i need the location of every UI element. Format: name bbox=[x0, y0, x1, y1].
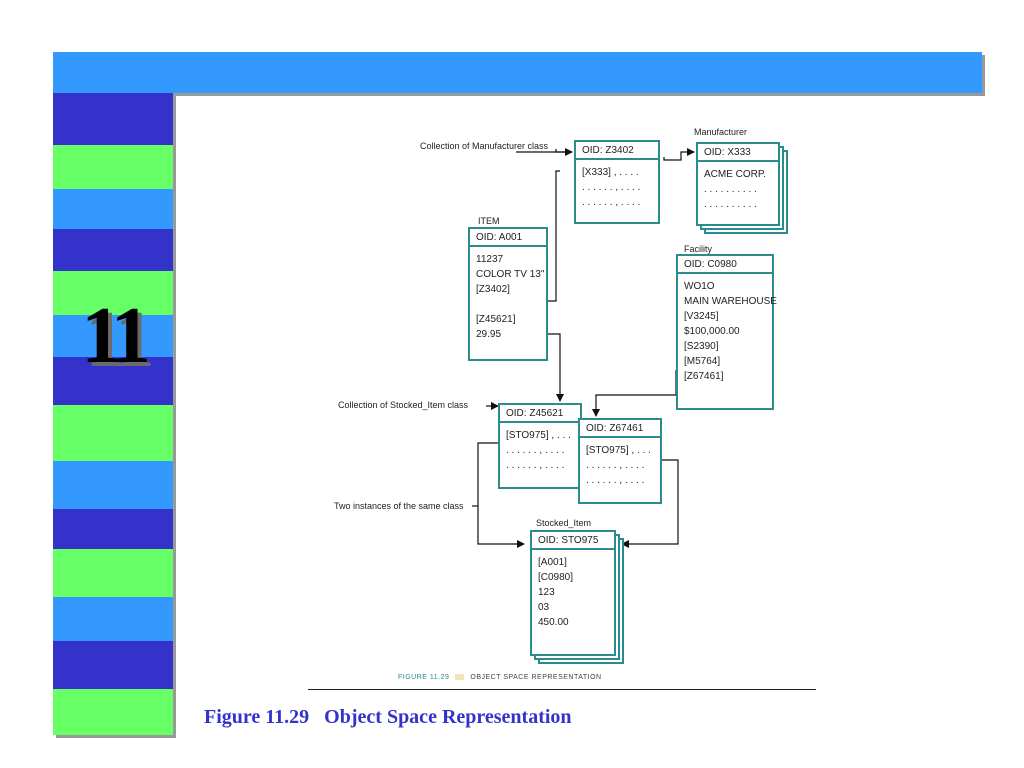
box-line: [M5764] bbox=[684, 356, 721, 367]
box-oid: OID: C0980 bbox=[678, 256, 772, 274]
box-line: [S2390] bbox=[684, 341, 719, 352]
stripe bbox=[53, 509, 173, 549]
box-line: WO1O bbox=[684, 281, 715, 292]
box-oid: OID: Z45621 bbox=[500, 405, 580, 423]
facility-class-label: Facility bbox=[684, 244, 713, 254]
manufacturer-collection-box: OID: Z3402 [X333] , . . . . . . . . . . … bbox=[574, 140, 660, 224]
connector-arrow bbox=[477, 442, 525, 548]
box-line: COLOR TV 13" bbox=[476, 269, 545, 280]
box-line: 123 bbox=[538, 587, 555, 598]
figure-diagram: Collection of Manufacturer class Manufac… bbox=[176, 93, 836, 693]
side-stripe-bar bbox=[53, 93, 173, 735]
item-box: OID: A001 11237 COLOR TV 13" [Z3402] [Z4… bbox=[468, 227, 548, 361]
box-oid: OID: X333 bbox=[698, 144, 778, 162]
connector-arrow bbox=[555, 148, 573, 156]
connector-arrow bbox=[548, 333, 564, 402]
stripe bbox=[53, 145, 173, 189]
box-line: . . . . . . , . . . . bbox=[586, 460, 645, 471]
box-line: MAIN WAREHOUSE bbox=[684, 296, 777, 307]
stripe bbox=[53, 597, 173, 641]
box-line: 03 bbox=[538, 602, 550, 613]
stocked-collection-box-1: OID: Z45621 [STO975] , . . . . . . . . .… bbox=[498, 403, 582, 489]
box-line: . . . . . . . . . . bbox=[704, 199, 757, 210]
box-line: [Z3402] bbox=[476, 284, 510, 295]
stocked-item-class-label: Stocked_Item bbox=[536, 518, 592, 528]
two-instances-label: Two instances of the same class bbox=[334, 501, 464, 511]
box-line: 450.00 bbox=[538, 617, 569, 628]
box-line: [STO975] , . . . bbox=[586, 445, 651, 456]
stripe bbox=[53, 405, 173, 461]
manufacturer-collection-label: Collection of Manufacturer class bbox=[420, 141, 549, 151]
stocked-collection-box-2: OID: Z67461 [STO975] , . . . . . . . . .… bbox=[578, 418, 662, 504]
box-line: . . . . . . , . . . . bbox=[582, 182, 641, 193]
box-line: [STO975] , . . . bbox=[506, 430, 571, 441]
box-line: . . . . . . . . . . bbox=[704, 184, 757, 195]
caption-rule bbox=[308, 689, 816, 690]
box-line: ACME CORP. bbox=[704, 169, 767, 180]
stripe bbox=[53, 189, 173, 229]
stripe bbox=[53, 93, 173, 145]
figure-title: Figure 11.29 Object Space Representation bbox=[204, 706, 572, 728]
connector-arrow bbox=[663, 148, 695, 161]
connector-arrow bbox=[621, 459, 679, 548]
box-oid: OID: Z67461 bbox=[580, 420, 660, 438]
box-line: [A001] bbox=[538, 557, 567, 568]
box-line: [V3245] bbox=[684, 311, 719, 322]
box-line bbox=[476, 297, 540, 312]
connector-arrow bbox=[592, 370, 677, 417]
stripe bbox=[53, 229, 173, 271]
stripe bbox=[53, 357, 173, 405]
box-line: [Z45621] bbox=[476, 314, 516, 325]
stripe bbox=[53, 315, 173, 357]
chapter-number: 11 bbox=[81, 292, 151, 380]
stripe bbox=[53, 549, 173, 597]
diagram-connectors bbox=[472, 148, 695, 548]
figure-caption-text: OBJECT SPACE REPRESENTATION bbox=[470, 674, 602, 681]
figure-caption-strip: FIGURE 11.29 OBJECT SPACE REPRESENTATION bbox=[398, 674, 818, 681]
manufacturer-box: OID: X333 ACME CORP. . . . . . . . . . .… bbox=[696, 142, 780, 226]
box-line: . . . . . . , . . . . bbox=[586, 475, 645, 486]
manufacturer-class-label: Manufacturer bbox=[694, 127, 748, 137]
box-oid: OID: A001 bbox=[470, 229, 546, 247]
stripe bbox=[53, 271, 173, 315]
figure-caption-label: FIGURE 11.29 bbox=[398, 674, 450, 681]
box-line: 11237 bbox=[476, 254, 504, 265]
box-line: [Z67461] bbox=[684, 371, 724, 382]
top-banner-bar bbox=[53, 52, 982, 93]
connector-arrow bbox=[548, 170, 560, 302]
box-line: . . . . . . , . . . . bbox=[582, 197, 641, 208]
caption-square-icon bbox=[455, 674, 465, 681]
stocked-collection-label: Collection of Stocked_Item class bbox=[338, 400, 469, 410]
box-line: . . . . . . , . . . . bbox=[506, 445, 565, 456]
box-oid: OID: STO975 bbox=[532, 532, 614, 550]
box-line: [C0980] bbox=[538, 572, 574, 583]
stripe bbox=[53, 641, 173, 689]
box-line: . . . . . . , . . . . bbox=[506, 460, 565, 471]
box-line: 29.95 bbox=[476, 329, 502, 340]
box-oid: OID: Z3402 bbox=[576, 142, 658, 160]
box-line: [X333] , . . . . bbox=[582, 167, 639, 178]
stripe bbox=[53, 689, 173, 735]
box-line: $100,000.00 bbox=[684, 326, 740, 337]
stripe bbox=[53, 461, 173, 509]
item-class-label: ITEM bbox=[478, 216, 500, 226]
facility-box: OID: C0980 WO1O MAIN WAREHOUSE [V3245] $… bbox=[676, 254, 777, 410]
stocked-item-box: OID: STO975 [A001] [C0980] 123 03 450.00 bbox=[530, 530, 616, 656]
